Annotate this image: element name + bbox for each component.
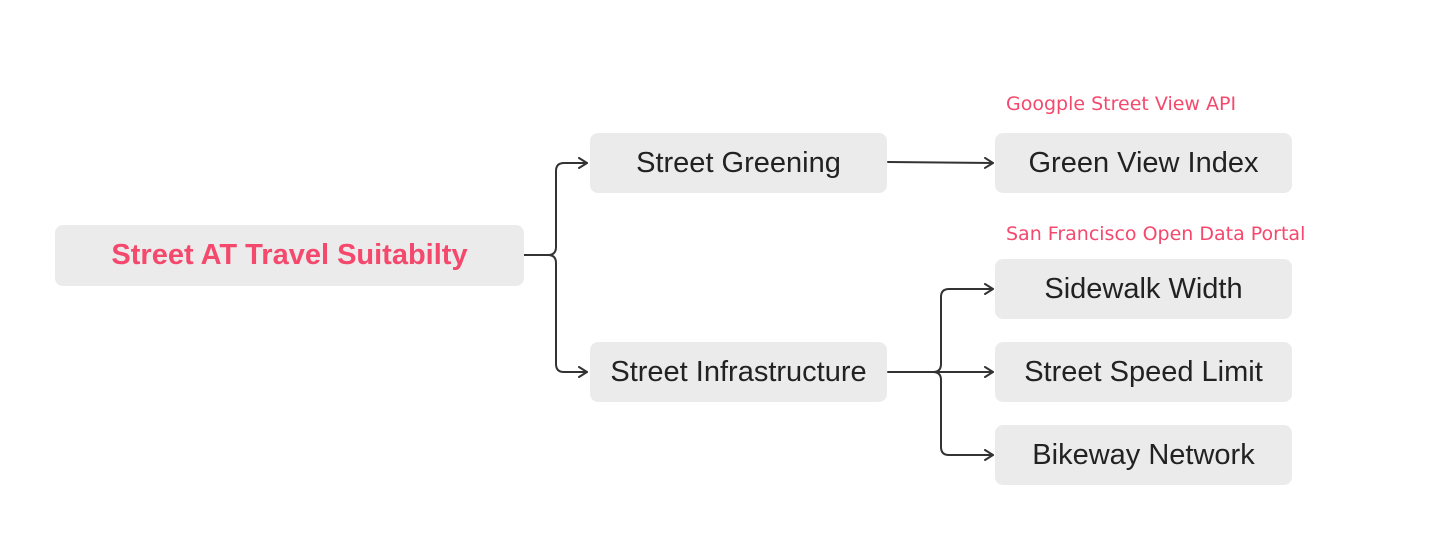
node-bikeway-network: Bikeway Network xyxy=(995,425,1292,485)
node-street-greening-label: Street Greening xyxy=(636,146,841,179)
node-street-greening: Street Greening xyxy=(590,133,887,193)
root-node: Street AT Travel Suitabilty xyxy=(55,225,524,286)
node-street-speed-limit: Street Speed Limit xyxy=(995,342,1292,402)
annotation-open-data-portal: San Francisco Open Data Portal xyxy=(1006,223,1306,245)
node-street-infrastructure: Street Infrastructure xyxy=(590,342,887,402)
root-node-label: Street AT Travel Suitabilty xyxy=(111,239,468,271)
connector-root-to-street-infrastructure xyxy=(547,254,588,378)
node-sidewalk-width-label: Sidewalk Width xyxy=(1044,272,1243,305)
node-green-view-index: Green View Index xyxy=(995,133,1292,193)
node-sidewalk-width: Sidewalk Width xyxy=(995,259,1292,319)
connector-infrastructure-to-sidewalk-width xyxy=(887,283,994,373)
node-green-view-index-label: Green View Index xyxy=(1028,146,1259,179)
connector-infrastructure-to-bikeway-network xyxy=(932,371,994,461)
node-street-infrastructure-label: Street Infrastructure xyxy=(610,355,867,388)
connector-root-to-street-greening xyxy=(523,157,588,256)
annotation-street-view-api: Googple Street View API xyxy=(1006,93,1237,115)
node-bikeway-network-label: Bikeway Network xyxy=(1032,438,1255,471)
node-street-speed-limit-label: Street Speed Limit xyxy=(1024,355,1263,388)
connector-greening-to-green-view-index xyxy=(887,156,994,169)
